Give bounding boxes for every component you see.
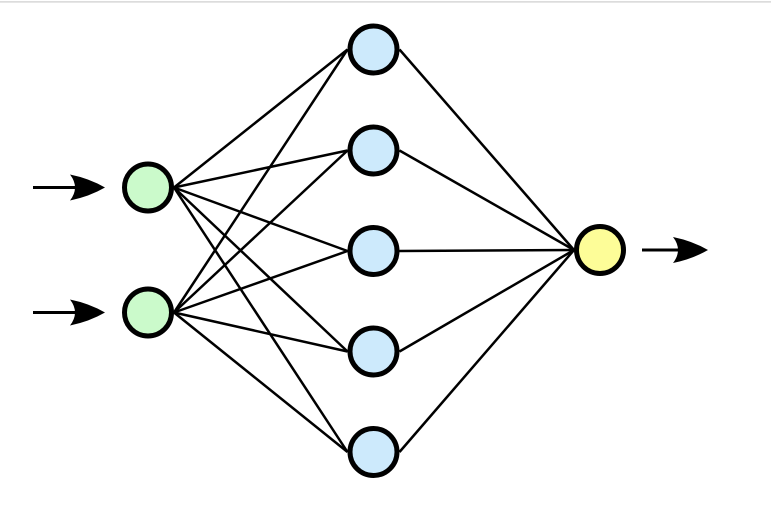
edge-input-1-hidden-4	[173, 186, 349, 353]
output-arrow-head-icon	[673, 237, 708, 263]
input-arrow-2-head-icon	[70, 299, 105, 326]
edge-hidden-1-output-1	[398, 48, 575, 251]
input-1-node	[122, 161, 174, 214]
edge-input-2-hidden-5	[173, 311, 349, 453]
edge-input-2-hidden-3	[173, 249, 348, 314]
edge-input-1-hidden-1	[173, 48, 349, 189]
hidden-3-node	[347, 225, 400, 277]
edge-input-2-hidden-2	[173, 149, 349, 314]
edge-hidden-5-output-1	[398, 249, 575, 453]
hidden-1-node	[347, 23, 400, 76]
top-rule	[0, 1, 771, 3]
edge-input-2-hidden-4	[173, 311, 348, 353]
edge-hidden-2-output-1	[398, 149, 575, 252]
edge-input-1-hidden-2	[173, 149, 348, 189]
input-arrow-1-head-icon	[70, 174, 105, 201]
edge-input-2-hidden-1	[172, 48, 349, 314]
edge-hidden-3-output-1	[399, 248, 575, 253]
input-2-node	[122, 286, 174, 339]
hidden-4-node	[347, 325, 400, 378]
hidden-2-node	[347, 124, 400, 177]
edge-input-1-hidden-3	[173, 186, 348, 253]
edge-input-1-hidden-5	[172, 186, 349, 453]
output-1-node	[574, 224, 626, 276]
hidden-5-node	[347, 426, 400, 478]
edge-hidden-4-output-1	[398, 248, 575, 353]
